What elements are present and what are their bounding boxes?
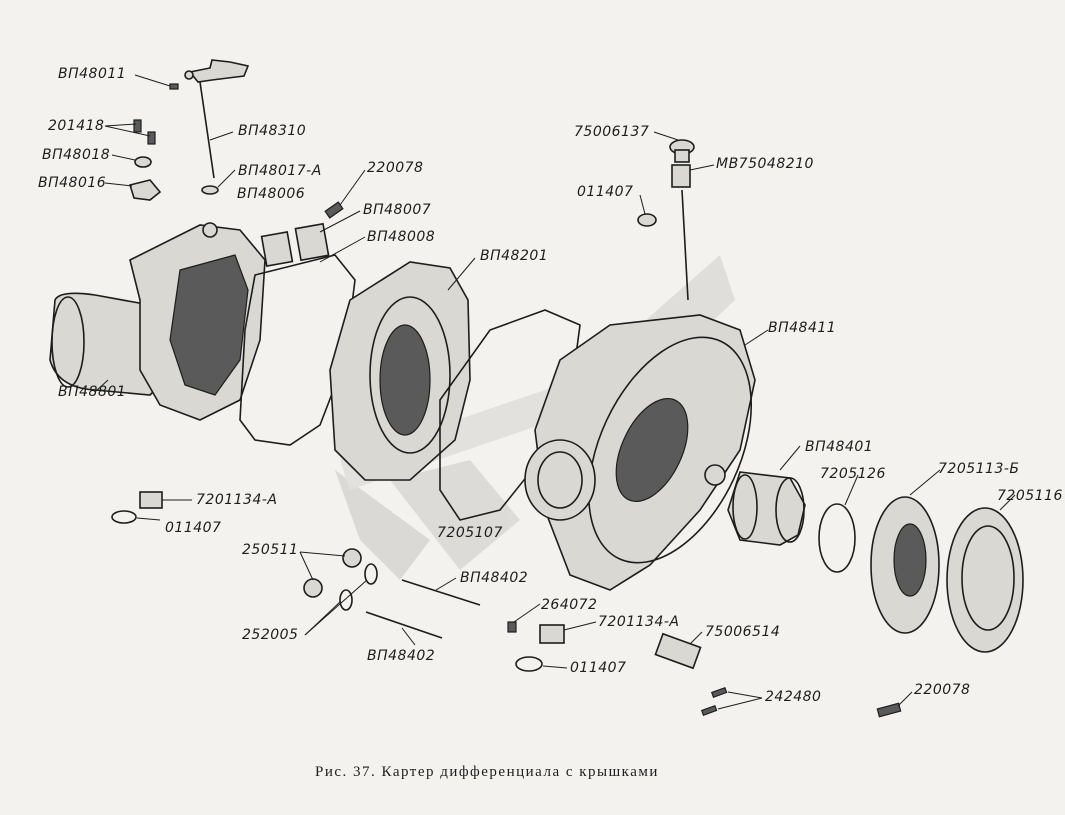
part-label: 75006514: [705, 624, 781, 640]
nuts-washers-part: [303, 548, 378, 611]
part-label: 75006137: [574, 124, 650, 140]
part-label: 7205126: [820, 466, 886, 482]
seal-part: [870, 496, 940, 634]
part-label: 242480: [765, 689, 822, 705]
part-label: 7205113-Б: [938, 461, 1020, 477]
pins-part: [700, 686, 728, 716]
part-label: ВП48006: [237, 186, 306, 202]
part-label: ВП48402: [367, 648, 436, 664]
part-label: 264072: [541, 597, 598, 613]
part-label: ВП48401: [805, 439, 874, 455]
part-label: ВП48008: [367, 229, 436, 245]
part-label: 011407: [165, 520, 222, 536]
bearing-cover-part: [946, 507, 1024, 653]
part-label: 201418: [48, 118, 105, 134]
studs-part: [365, 579, 481, 639]
part-label: 220078: [367, 160, 424, 176]
figure-caption: Рис. 37. Картер дифференциала с крышками: [315, 764, 659, 780]
part-label: 7205107: [437, 525, 503, 541]
plates-part: [260, 201, 344, 267]
part-label: 7205116: [997, 488, 1063, 504]
sleeve-part: [654, 632, 702, 670]
small-bolts-part: [128, 83, 179, 201]
part-label: 252005: [242, 627, 299, 643]
part-label: МВ75048210: [716, 156, 814, 172]
part-label: ВП48201: [480, 248, 549, 264]
part-label: ВП48310: [238, 123, 307, 139]
part-label: ВП48011: [58, 66, 127, 82]
part-label: ВП48016: [38, 175, 107, 191]
bearing-part: [727, 471, 806, 546]
part-label: ВП48801: [58, 384, 127, 400]
breather-tube-part: [184, 59, 250, 195]
part-label: ВП48411: [768, 320, 837, 336]
drain-plug-part: [111, 491, 565, 672]
ring-part: [818, 503, 856, 573]
part-label: 220078: [914, 682, 971, 698]
part-label: ВП48402: [460, 570, 529, 586]
part-label: 7201134-А: [598, 614, 680, 630]
part-label: 011407: [577, 184, 634, 200]
cover-housing-part: [49, 222, 266, 421]
part-label: 250511: [242, 542, 299, 558]
part-label: ВП48017-А: [238, 163, 322, 179]
dipstick-part: [637, 139, 695, 301]
part-label: ВП48007: [363, 202, 432, 218]
gasket-part: [239, 254, 356, 446]
part-label: 011407: [570, 660, 627, 676]
part-label: 7201134-А: [196, 492, 278, 508]
differential-housing-part: [329, 261, 471, 481]
part-label: ВП48018: [42, 147, 111, 163]
differential-crankcase-part: [524, 314, 756, 591]
leader-lines: [94, 74, 1016, 710]
bolt-part: [876, 702, 902, 718]
